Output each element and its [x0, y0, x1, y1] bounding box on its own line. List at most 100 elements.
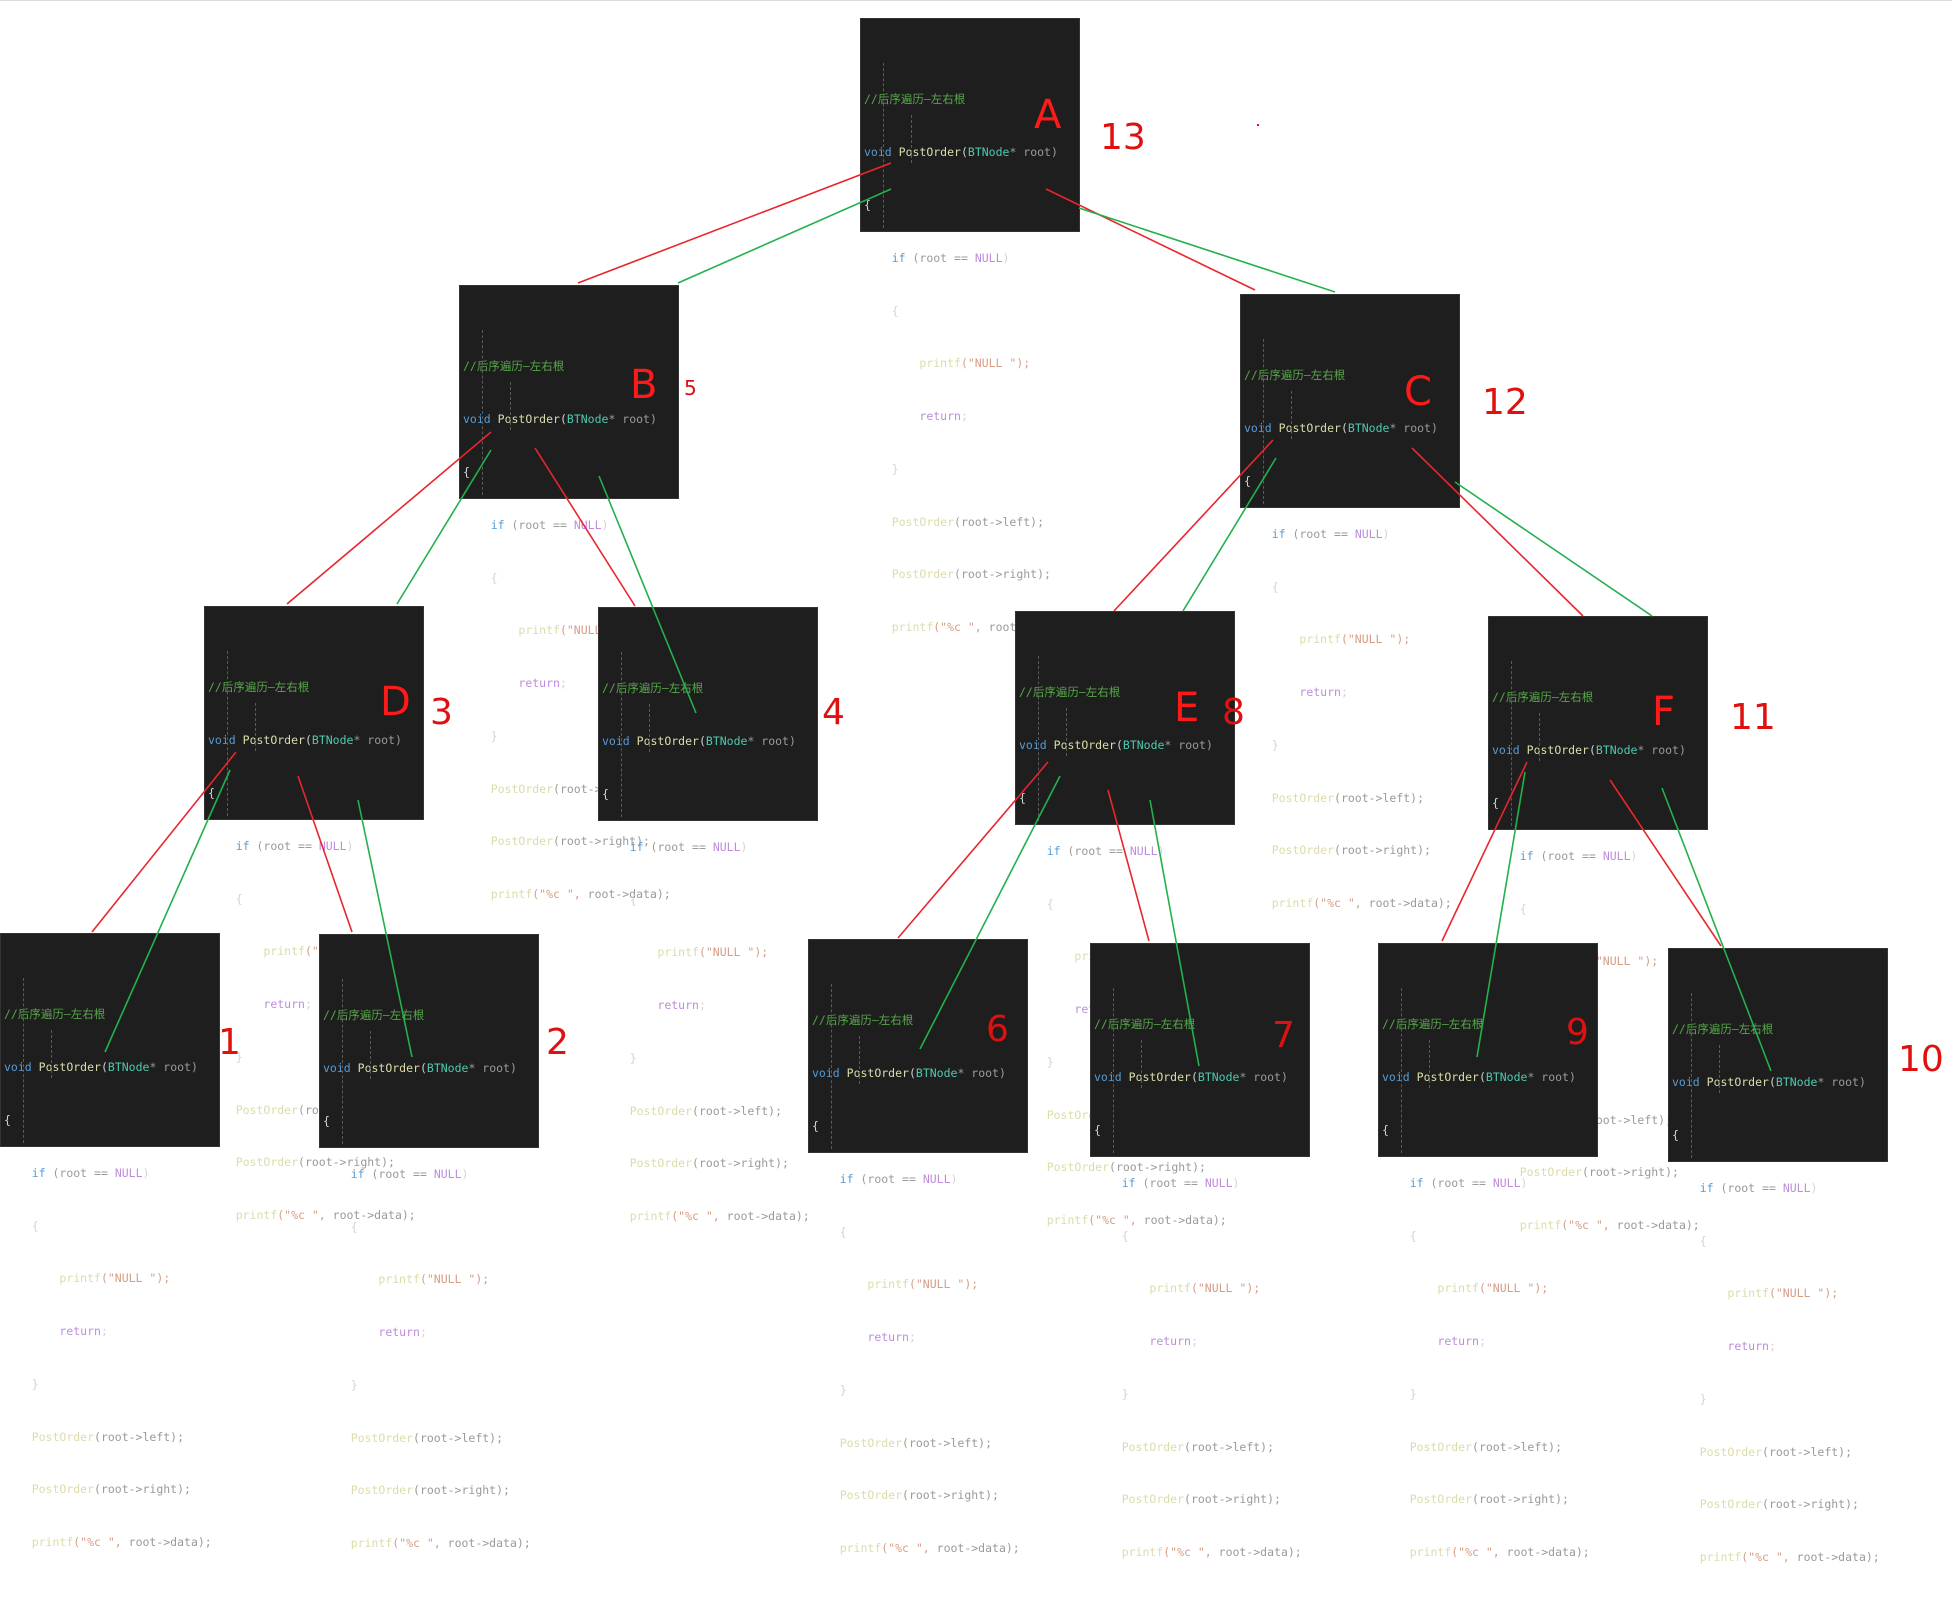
if-condition: (root == — [1135, 1175, 1205, 1190]
recursive-call-left: PostOrder — [1121, 1439, 1185, 1454]
code-snippet-b-right-null: //后序遍历—左右根 void PostOrder(BTNode* root) … — [598, 607, 818, 1223]
keyword-if: if — [1409, 1175, 1424, 1190]
indent-guide — [1066, 708, 1067, 756]
null-macro: NULL — [922, 1171, 951, 1186]
arg-right: (root->right); — [954, 567, 1051, 582]
keyword-void: void — [812, 1066, 840, 1081]
keyword-void: void — [602, 734, 630, 749]
type-name: BTNode — [426, 1061, 469, 1076]
null-string: ("NULL "); — [908, 1277, 979, 1292]
printf-arg: root->data); — [1368, 896, 1452, 911]
printf-arg: root->data); — [1796, 1550, 1880, 1565]
recursive-call-left: PostOrder — [839, 1435, 903, 1450]
recursive-call-right: PostOrder — [629, 1156, 693, 1171]
recursive-call-left: PostOrder — [350, 1430, 414, 1445]
keyword-void: void — [4, 1060, 32, 1075]
arg-right: (root->right); — [94, 1482, 191, 1497]
close-paren: ) — [461, 1166, 469, 1181]
keyword-void: void — [1244, 421, 1272, 436]
param-root: * root) — [1389, 421, 1438, 436]
arg-left: (root->left); — [902, 1435, 993, 1450]
printf-data-call: printf — [350, 1536, 393, 1551]
brace-open: { — [839, 1224, 847, 1239]
printf-arg: root->data); — [447, 1536, 531, 1551]
param-root: * root) — [747, 734, 796, 749]
recursive-call-right: PostOrder — [235, 1155, 299, 1170]
printf-arg: root->data); — [1506, 1545, 1590, 1560]
close-paren: ) — [1002, 250, 1010, 265]
function-name: PostOrder — [242, 733, 305, 748]
keyword-return: return — [919, 409, 961, 424]
code-comment: //后序遍历—左右根 — [463, 359, 565, 374]
type-name: BTNode — [311, 733, 354, 748]
recursive-call-left: PostOrder — [1699, 1444, 1763, 1459]
arg-left: (root->left); — [954, 514, 1045, 529]
printf-data-call: printf — [1046, 1213, 1089, 1228]
brace-open: { — [1121, 1228, 1129, 1243]
brace-close: } — [891, 461, 899, 476]
keyword-void: void — [463, 412, 491, 427]
indent-guide — [23, 978, 24, 1143]
null-string: ("NULL "); — [1190, 1281, 1261, 1296]
null-macro: NULL — [974, 250, 1003, 265]
brace-open: { — [31, 1218, 39, 1233]
close-paren: ) — [142, 1165, 150, 1180]
arg-right: (root->right); — [413, 1483, 510, 1498]
visit-order-e: 8 — [1222, 692, 1245, 733]
format-string: ("%c ", — [671, 1209, 727, 1224]
null-string: ("NULL "); — [1340, 632, 1411, 647]
if-condition: (root == — [905, 250, 975, 265]
brace-close: } — [1121, 1386, 1129, 1401]
code-snippet-e: //后序遍历—左右根 void PostOrder(BTNode* root) … — [1015, 611, 1235, 1227]
indent-guide — [1263, 339, 1264, 504]
if-condition: (root == — [364, 1166, 434, 1181]
brace-close: } — [1699, 1391, 1707, 1406]
indent-guide — [1429, 1040, 1430, 1088]
format-string: ("%c ", — [1741, 1550, 1797, 1565]
node-label-d: D — [380, 679, 411, 725]
printf-arg: root->data); — [1616, 1218, 1700, 1233]
keyword-if: if — [350, 1166, 365, 1181]
code-comment: //后序遍历—左右根 — [864, 92, 966, 107]
if-condition: (root == — [1533, 848, 1603, 863]
return-line-3 — [1078, 207, 1336, 293]
visit-order-a: 13 — [1100, 117, 1146, 158]
param-root: * root) — [353, 733, 402, 748]
brace-open: { — [490, 570, 498, 585]
code-snippet-f-right-null: //后序遍历—左右根 void PostOrder(BTNode* root) … — [1668, 948, 1888, 1564]
printf-arg: root->data); — [1143, 1213, 1227, 1228]
null-macro: NULL — [712, 839, 741, 854]
format-string: ("%c ", — [73, 1535, 129, 1550]
code-snippet-a: //后序遍历—左右根 void PostOrder(BTNode* root) … — [860, 18, 1080, 634]
keyword-return: return — [263, 997, 305, 1012]
code-comment: //后序遍历—左右根 — [1244, 368, 1346, 383]
code-snippet-f-left-null: //后序遍历—左右根 void PostOrder(BTNode* root) … — [1378, 943, 1598, 1559]
indent-guide — [883, 63, 884, 228]
brace-open: { — [323, 1113, 330, 1128]
function-name: PostOrder — [1416, 1070, 1479, 1085]
null-macro: NULL — [1602, 848, 1631, 863]
brace-open: { — [235, 891, 243, 906]
if-condition: (root == — [643, 839, 713, 854]
arg-right: (root->right); — [692, 1156, 789, 1171]
semicolon: ; — [1768, 1339, 1776, 1354]
recursive-call-right: PostOrder — [839, 1488, 903, 1503]
brace-open: { — [629, 892, 637, 907]
arg-left: (root->left); — [1334, 790, 1425, 805]
function-name: PostOrder — [1706, 1075, 1769, 1090]
keyword-return: return — [657, 998, 699, 1013]
printf-data-call: printf — [629, 1209, 672, 1224]
arg-right: (root->right); — [1334, 843, 1431, 858]
code-snippet-d-left-null: //后序遍历—左右根 void PostOrder(BTNode* root) … — [0, 933, 220, 1549]
format-string: ("%c ", — [1313, 896, 1369, 911]
close-paren: ) — [1810, 1180, 1818, 1195]
brace-close: } — [839, 1382, 847, 1397]
open-paren: ( — [698, 734, 706, 749]
null-macro: NULL — [573, 517, 602, 532]
brace-open: { — [891, 303, 899, 318]
recursive-call-left: PostOrder — [235, 1102, 299, 1117]
visit-order-b: 5 — [684, 376, 697, 400]
recursive-call-right: PostOrder — [350, 1483, 414, 1498]
printf-arg: root->data); — [936, 1541, 1020, 1556]
indent-guide — [859, 1036, 860, 1084]
